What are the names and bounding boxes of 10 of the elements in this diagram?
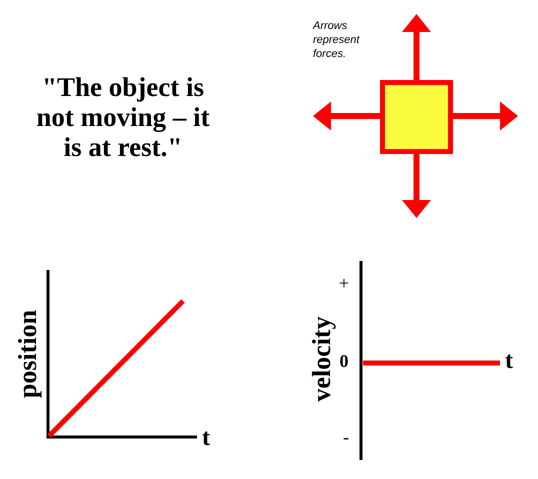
quote-text: "The object is not moving – it is at rest." (35, 72, 211, 162)
tick-label: + (338, 274, 350, 292)
note-text: Arrows represent forces. (313, 19, 361, 61)
axis-label: t (202, 426, 210, 450)
tick-label: - (343, 428, 349, 446)
axis-label: t (505, 349, 513, 373)
object-square (380, 80, 453, 154)
axis-label: position (15, 310, 41, 398)
axis-label: velocity (309, 316, 335, 402)
tick-label: 0 (340, 352, 348, 370)
